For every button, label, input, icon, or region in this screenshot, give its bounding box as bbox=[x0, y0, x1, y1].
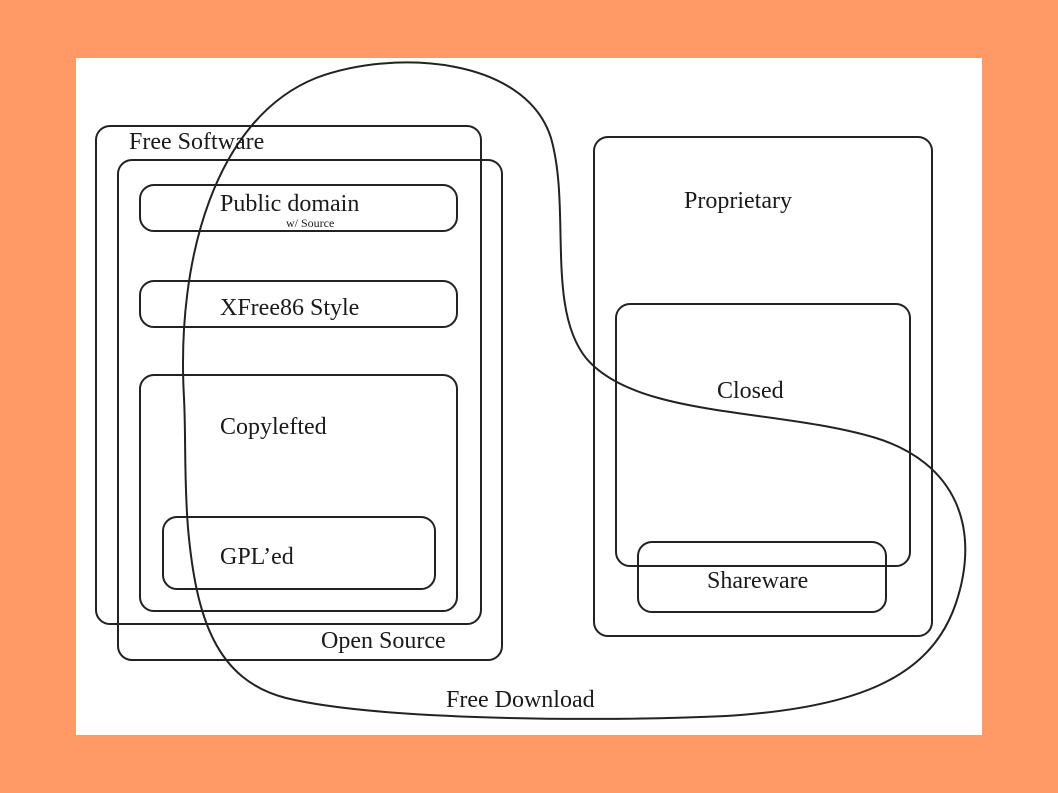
proprietary-label: Proprietary bbox=[684, 188, 792, 214]
free-download-label: Free Download bbox=[446, 687, 595, 713]
gpled-label: GPL’ed bbox=[220, 544, 294, 570]
public-domain-label: Public domain bbox=[220, 191, 359, 217]
public-domain-note-label: w/ Source bbox=[286, 216, 334, 230]
free-software-box bbox=[95, 125, 482, 625]
closed-box bbox=[615, 303, 911, 567]
proprietary-box bbox=[593, 136, 933, 637]
copylefted-box bbox=[139, 374, 458, 612]
diagram-panel: Free Software Public domain w/ Source XF… bbox=[76, 58, 982, 735]
software-categories-diagram: Free Software Public domain w/ Source XF… bbox=[95, 61, 967, 720]
gpled-box bbox=[162, 516, 436, 590]
free-download-blob bbox=[182, 61, 967, 720]
open-source-box bbox=[117, 159, 503, 661]
free-software-label: Free Software bbox=[129, 129, 264, 155]
shareware-box bbox=[637, 541, 887, 613]
open-source-label: Open Source bbox=[321, 628, 446, 654]
shareware-label: Shareware bbox=[707, 568, 808, 594]
closed-label: Closed bbox=[717, 378, 784, 404]
xfree86-style-box bbox=[139, 280, 458, 328]
xfree86-style-label: XFree86 Style bbox=[220, 295, 359, 321]
copylefted-label: Copylefted bbox=[220, 414, 327, 440]
public-domain-box bbox=[139, 184, 458, 232]
